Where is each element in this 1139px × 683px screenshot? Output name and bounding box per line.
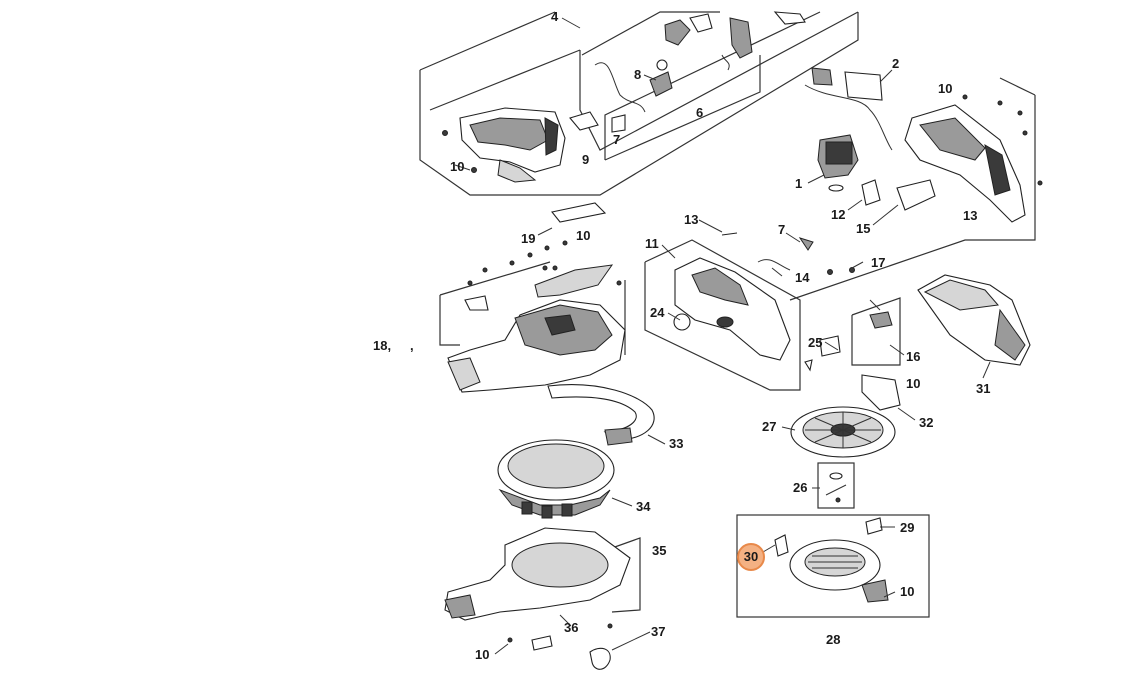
group-26-frame <box>817 462 855 509</box>
callout-29[interactable]: 29 <box>900 520 915 535</box>
part-small-36-37 <box>507 623 613 670</box>
callout-6[interactable]: 6 <box>696 105 704 120</box>
callout-8[interactable]: 8 <box>634 67 642 82</box>
part-motor <box>817 134 936 211</box>
callout-17[interactable]: 17 <box>871 255 886 270</box>
part-lower-housing-35 <box>444 527 641 621</box>
callout-31[interactable]: 31 <box>976 381 991 396</box>
group-4-frame <box>419 11 859 196</box>
callout-24[interactable]: 24 <box>650 305 665 320</box>
callout-1[interactable]: 1 <box>795 176 803 191</box>
callout-10[interactable]: 10 <box>900 584 915 599</box>
callout-33[interactable]: 33 <box>669 436 684 451</box>
callout-14[interactable]: 14 <box>795 270 810 285</box>
callout-27[interactable]: 27 <box>762 419 777 434</box>
callout-35[interactable]: 35 <box>652 543 667 558</box>
callout-13[interactable]: 13 <box>684 212 699 227</box>
part-fan-27 <box>790 406 896 458</box>
part-blower-housing-18 <box>447 299 626 393</box>
callout-10[interactable]: 10 <box>938 81 953 96</box>
motor-group-frame <box>789 77 1036 301</box>
callout-10[interactable]: 10 <box>906 376 921 391</box>
callout-12[interactable]: 12 <box>831 207 846 222</box>
callout-16[interactable]: 16 <box>906 349 921 364</box>
callout-10[interactable]: 10 <box>576 228 591 243</box>
callout-37[interactable]: 37 <box>651 624 666 639</box>
part-handle-half <box>904 94 1043 223</box>
callout-10[interactable]: 10 <box>450 159 465 174</box>
group-16-frame <box>804 297 901 411</box>
part-switch-assembly <box>442 11 806 173</box>
part-cable-switch-2 <box>804 67 893 151</box>
group-18-frame <box>439 261 626 355</box>
part-volute-34 <box>497 439 615 519</box>
part-label-19 <box>464 202 622 311</box>
callout-15[interactable]: 15 <box>856 221 871 236</box>
group-28-frame <box>736 514 930 618</box>
callout-18[interactable]: 18, <box>373 338 392 353</box>
callout-7[interactable]: 7 <box>778 222 786 237</box>
callout-4[interactable]: 4 <box>551 9 559 24</box>
callout-25[interactable]: 25 <box>808 335 823 350</box>
callout-28[interactable]: 28 <box>826 632 841 647</box>
group-11-frame <box>644 239 801 391</box>
callout-13[interactable]: 13 <box>963 208 978 223</box>
callout-36[interactable]: 36 <box>564 620 579 635</box>
callout-34[interactable]: 34 <box>636 499 651 514</box>
callout-10[interactable]: 10 <box>475 647 490 662</box>
callout-19[interactable]: 19 <box>521 231 536 246</box>
part-nozzle-31 <box>917 274 1031 366</box>
callout-11[interactable]: 11 <box>645 236 659 251</box>
callout-30-highlighted[interactable]: 30 <box>737 543 765 571</box>
part-housing-shell <box>459 107 566 183</box>
callout-2[interactable]: 2 <box>892 56 900 71</box>
callout-26[interactable]: 26 <box>793 480 808 495</box>
leader-lines <box>454 17 991 655</box>
callout-comma: , <box>410 338 414 353</box>
callout-9[interactable]: 9 <box>582 152 590 167</box>
callout-7[interactable]: 7 <box>613 132 621 147</box>
part-housing-11 <box>673 232 855 361</box>
callout-32[interactable]: 32 <box>919 415 934 430</box>
part-hose-33 <box>547 384 655 446</box>
